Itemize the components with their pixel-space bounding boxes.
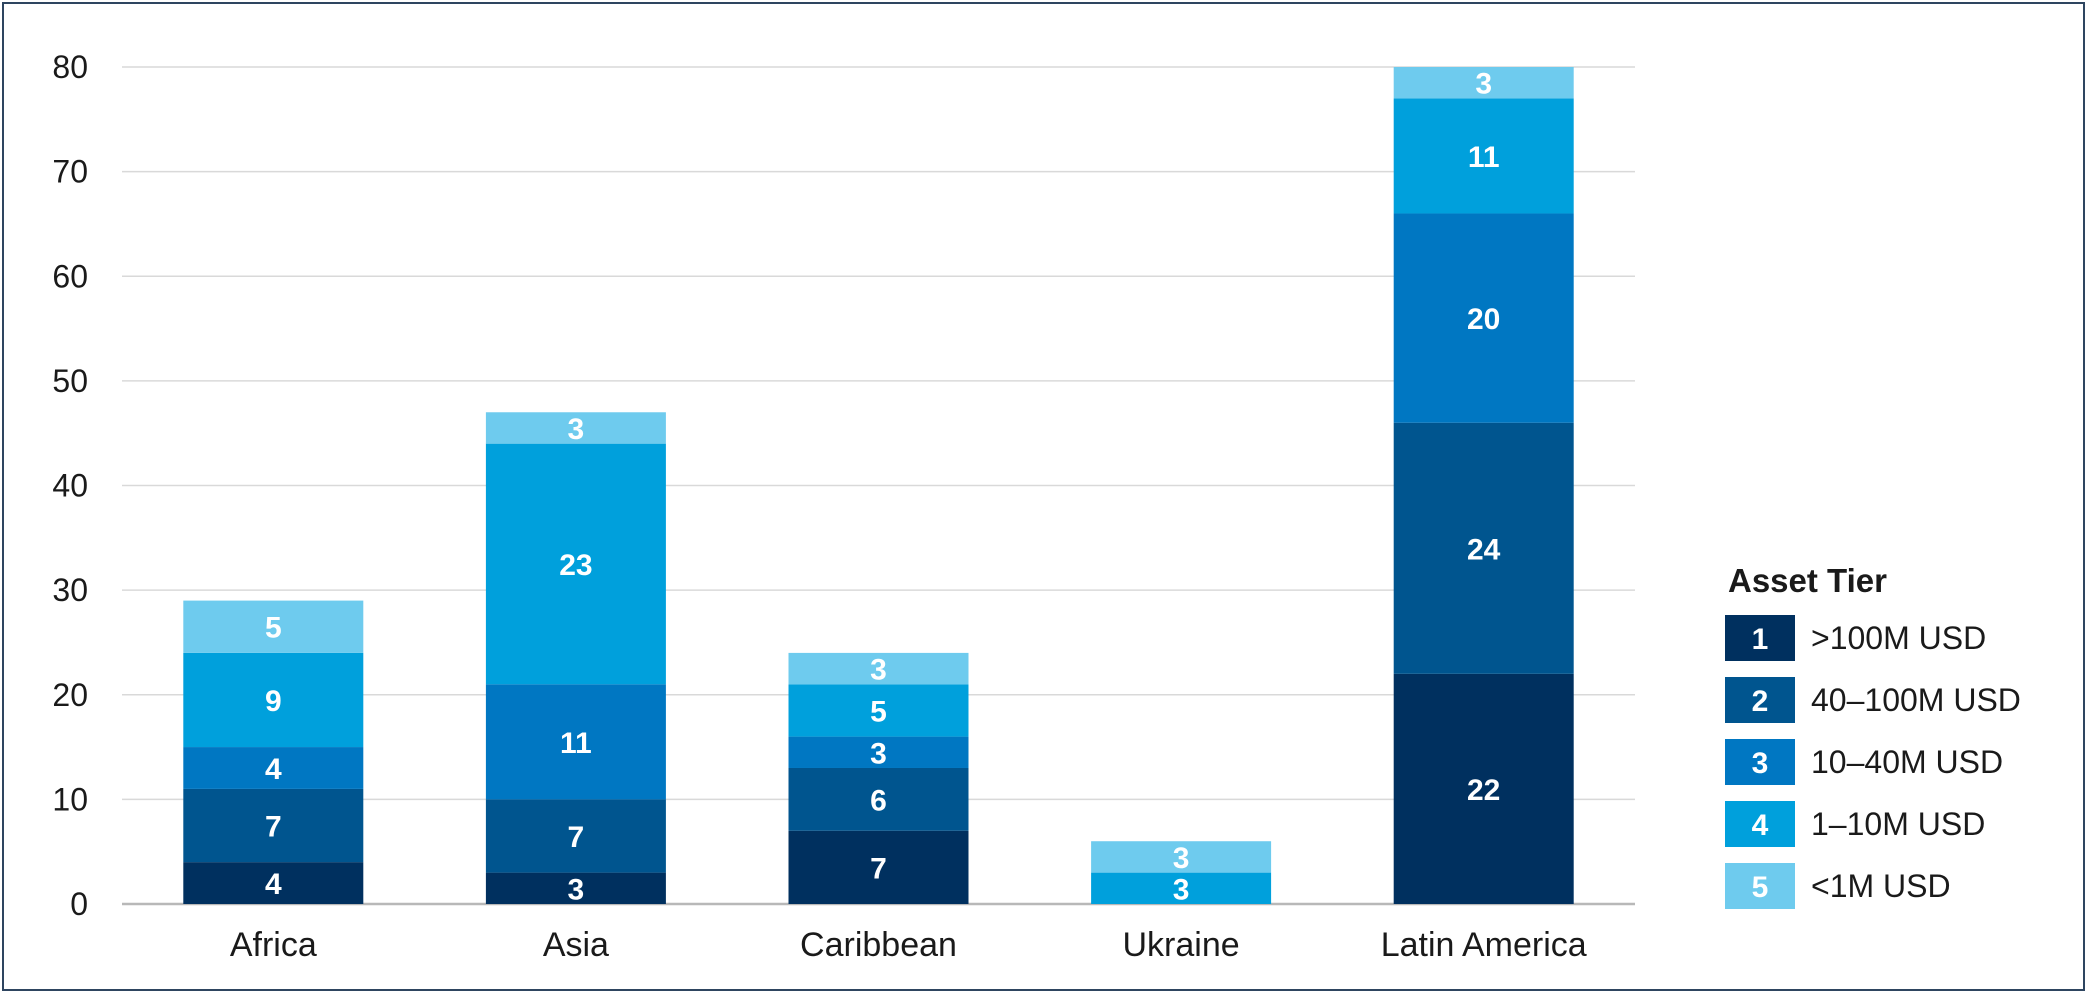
legend-tier-number: 3 xyxy=(1752,747,1769,780)
legend-swatch xyxy=(1725,863,1795,909)
bar-segment xyxy=(485,684,666,800)
legend-entry-label: >100M USD xyxy=(1811,620,1986,656)
bar-segment xyxy=(1393,98,1574,214)
data-label: 3 xyxy=(1475,68,1492,101)
legend-entry-label: 40–100M USD xyxy=(1811,682,2021,718)
x-category-label: Caribbean xyxy=(800,926,957,964)
data-label: 20 xyxy=(1467,303,1500,336)
data-label: 3 xyxy=(568,873,585,906)
bar-segment xyxy=(183,600,364,653)
data-label: 5 xyxy=(870,695,887,728)
y-tick-label: 40 xyxy=(52,468,88,504)
bar-segment xyxy=(788,736,969,768)
legend-tier-number: 5 xyxy=(1752,871,1769,904)
y-tick-label: 70 xyxy=(52,154,88,190)
data-label: 4 xyxy=(265,868,282,901)
data-label: 3 xyxy=(870,654,887,687)
legend-tier-number: 2 xyxy=(1752,685,1769,718)
bar-segment xyxy=(1393,213,1574,423)
bar-segment xyxy=(1091,841,1272,873)
x-category-label: Africa xyxy=(230,926,317,964)
legend-tier-number: 4 xyxy=(1752,809,1769,842)
y-tick-label: 0 xyxy=(70,886,88,922)
bar-segment xyxy=(183,747,364,789)
legend-entry-label: 1–10M USD xyxy=(1811,806,1985,842)
data-label: 7 xyxy=(568,821,585,854)
bar-segment xyxy=(788,767,969,831)
y-axis-ticks: 0 10 20 30 40 50 60 70 80 xyxy=(52,49,88,922)
legend-swatch xyxy=(1725,615,1795,661)
legend: Asset Tier 1 >100M USD 2 40–100M USD 3 10–40M… xyxy=(1725,562,2021,909)
legend-title: Asset Tier xyxy=(1728,562,1887,599)
data-label: 23 xyxy=(559,549,592,582)
bar-segment xyxy=(485,443,666,685)
legend-tier-number: 1 xyxy=(1752,623,1769,656)
bar-segment xyxy=(788,652,969,685)
bar-segment xyxy=(1393,673,1574,904)
bar-segment xyxy=(183,788,364,863)
y-tick-label: 30 xyxy=(52,572,88,608)
bar-segment xyxy=(788,684,969,737)
bar-segment xyxy=(183,862,364,904)
y-tick-label: 80 xyxy=(52,49,88,85)
bar-segment xyxy=(485,412,666,444)
grid-lines xyxy=(122,66,1635,906)
data-label: 7 xyxy=(870,852,887,885)
bar-segment xyxy=(485,799,666,873)
data-label: 3 xyxy=(1173,842,1190,875)
data-label: 3 xyxy=(568,413,585,446)
data-label: 11 xyxy=(1468,141,1500,174)
bar-segment xyxy=(788,830,969,904)
bar-segment xyxy=(1393,67,1574,99)
x-category-label: Asia xyxy=(543,926,609,964)
data-label: 3 xyxy=(870,737,887,770)
legend-swatch xyxy=(1725,677,1795,723)
bar-segment xyxy=(1393,422,1574,674)
x-category-label: Ukraine xyxy=(1123,926,1240,964)
data-label: 6 xyxy=(870,784,887,817)
data-label: 5 xyxy=(265,612,282,645)
y-tick-label: 60 xyxy=(52,258,88,294)
data-label: 11 xyxy=(560,727,592,760)
x-axis-categories: Africa Asia Caribbean Ukraine Latin America xyxy=(230,926,1587,964)
data-label: 4 xyxy=(265,753,282,786)
data-label: 3 xyxy=(1173,873,1190,906)
bar-segment xyxy=(485,872,666,904)
legend-swatch xyxy=(1725,801,1795,847)
data-label: 9 xyxy=(265,685,282,718)
bar-segment xyxy=(1091,872,1272,904)
legend-swatch xyxy=(1725,739,1795,785)
legend-entry-label: 10–40M USD xyxy=(1811,744,2003,780)
legend-entry-label: <1M USD xyxy=(1811,868,1951,904)
y-tick-label: 20 xyxy=(52,677,88,713)
data-label: 24 xyxy=(1467,533,1501,566)
y-tick-label: 10 xyxy=(52,781,88,817)
x-category-label: Latin America xyxy=(1381,926,1587,964)
bar-segment xyxy=(183,652,364,748)
data-label: 22 xyxy=(1467,774,1500,807)
y-tick-label: 50 xyxy=(52,363,88,399)
data-label: 7 xyxy=(265,811,282,844)
